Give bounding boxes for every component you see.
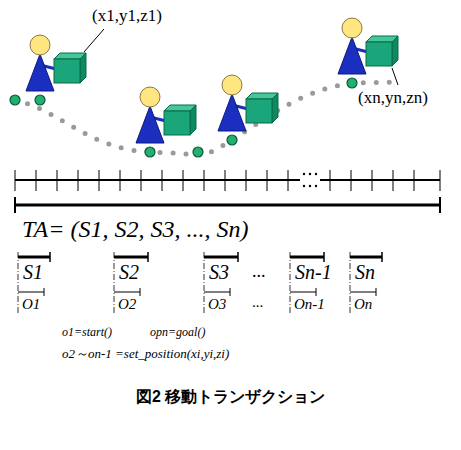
operation-label: On-1 xyxy=(294,296,325,313)
ellipsis: ... xyxy=(252,261,266,282)
transaction-formula: TA= (S1, S2, S3, ..., Sn) xyxy=(22,216,248,244)
coordinate-label: (xn,yn,zn) xyxy=(358,88,428,108)
operation-note: o1=start() xyxy=(62,326,112,340)
step-label: S2 xyxy=(119,261,139,284)
operation-label: O3 xyxy=(208,296,226,313)
figure-caption: 図2 移動トランザクション xyxy=(136,388,325,406)
step-label: Sn xyxy=(355,261,375,284)
ellipsis: ... xyxy=(252,294,263,311)
step-label: S1 xyxy=(23,261,43,284)
step-label: Sn-1 xyxy=(295,261,332,284)
coordinate-label: (x1,y1,z1) xyxy=(92,6,162,26)
step-label: S3 xyxy=(209,261,229,284)
operation-label: O2 xyxy=(118,296,136,313)
operation-label: On xyxy=(354,296,372,313)
operation-note: o2～on-1 =set_position(xi,yi,zi) xyxy=(62,347,229,362)
operation-label: O1 xyxy=(22,296,40,313)
operation-note: opn=goal() xyxy=(150,326,205,340)
